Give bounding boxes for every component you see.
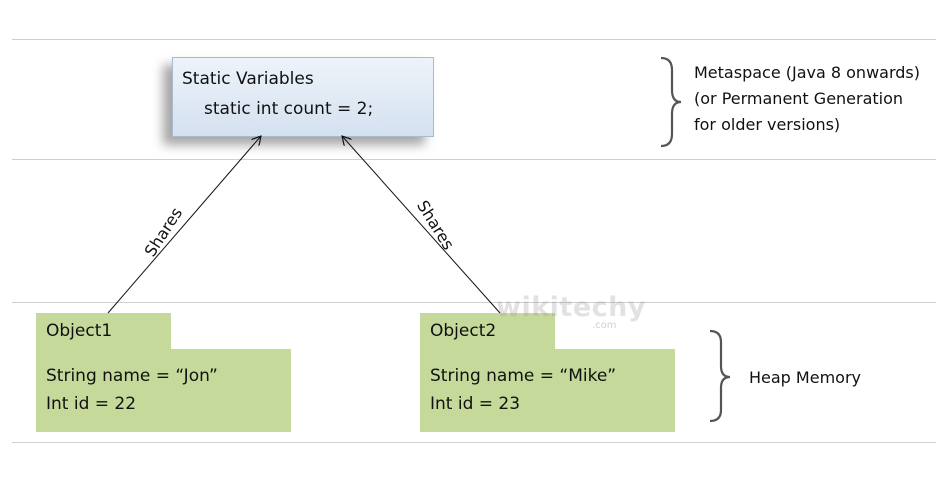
shares-label-right: Shares <box>413 197 458 253</box>
static-count-declaration: static int count = 2; <box>204 99 374 119</box>
object2-tab <box>420 313 555 349</box>
divider-heap-top <box>12 302 936 303</box>
static-variables-title: Static Variables <box>182 69 314 89</box>
divider-bottom <box>12 442 936 443</box>
shares-label-left: Shares <box>141 204 187 260</box>
metaspace-label-line1: Metaspace (Java 8 onwards) <box>694 63 920 82</box>
metaspace-label-line3: for older versions) <box>694 115 841 134</box>
divider-metaspace-bottom <box>12 159 936 160</box>
metaspace-brace-icon <box>660 56 682 148</box>
heap-memory-label: Heap Memory <box>749 368 861 387</box>
divider-top <box>12 39 936 40</box>
object1-title: Object1 <box>46 321 113 341</box>
object1-body <box>36 349 291 432</box>
shares-arrow-right <box>342 136 501 314</box>
metaspace-label: Metaspace (Java 8 onwards) (or Permanent… <box>694 60 920 138</box>
object2-name-field: String name = “Mike” <box>430 366 617 386</box>
object2-body <box>420 349 675 432</box>
metaspace-label-line2: (or Permanent Generation <box>694 89 904 108</box>
static-variables-box: Static Variables static int count = 2; <box>172 57 434 137</box>
heap-brace-icon <box>709 329 731 423</box>
object2-id-field: Int id = 23 <box>430 394 521 414</box>
wikitechy-watermark: wikitechy <box>496 292 646 323</box>
object1-tab <box>36 313 171 349</box>
wikitechy-watermark-suffix: .com <box>592 320 617 331</box>
object1-name-field: String name = “Jon” <box>46 366 218 386</box>
object1-id-field: Int id = 22 <box>46 394 137 414</box>
shares-arrow-left <box>107 136 261 314</box>
object2-title: Object2 <box>430 321 497 341</box>
